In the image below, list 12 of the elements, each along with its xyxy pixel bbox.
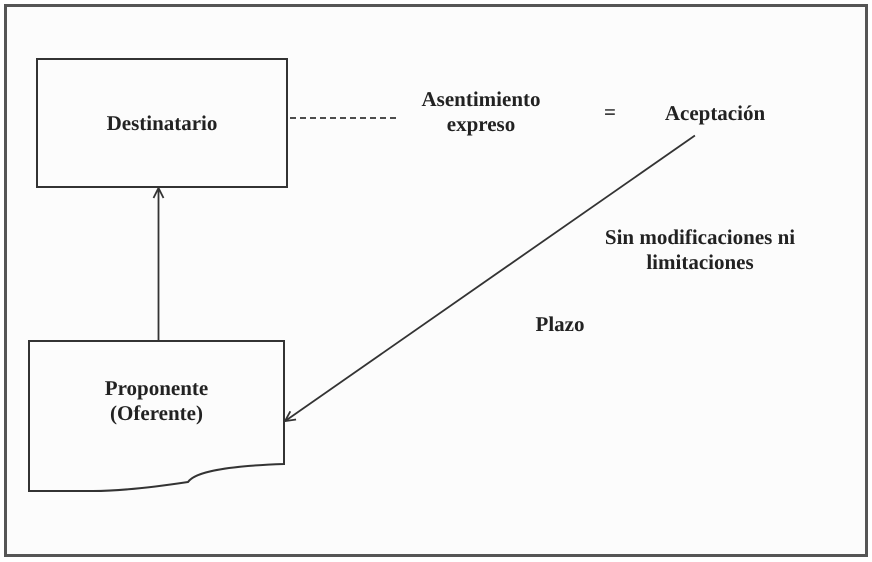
annotation-text: Plazo <box>534 312 586 337</box>
annotation-text: = <box>603 100 617 125</box>
arrow <box>284 134 696 422</box>
node-text: Asentimiento expreso <box>420 87 542 137</box>
recipient-box <box>36 58 288 188</box>
node-label: Destinatario <box>106 110 218 136</box>
annotation-text: Sin modificaciones ni limitaciones <box>604 225 796 275</box>
document-shape <box>28 340 285 492</box>
connector-line <box>290 117 396 119</box>
arrow <box>152 187 164 340</box>
node-label: Proponente (Oferente) <box>104 376 210 426</box>
node-text: Aceptación <box>664 100 766 126</box>
